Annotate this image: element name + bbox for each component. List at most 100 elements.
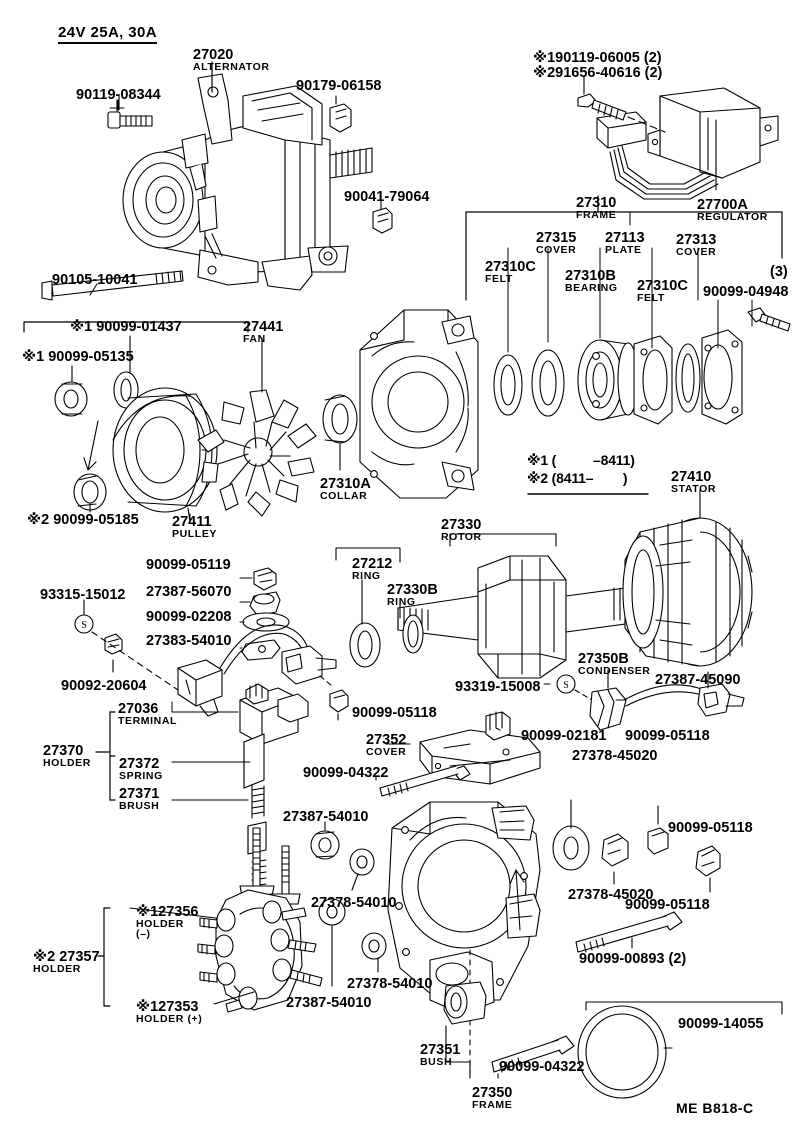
- part-number: 90099-05118: [668, 820, 753, 836]
- part-number: 27411: [172, 514, 212, 530]
- alternator-assembly-art: [122, 61, 373, 291]
- part-number: 27410: [671, 469, 712, 485]
- rear-frame-stack-art: [359, 195, 791, 499]
- part-number: 27387-56070: [146, 584, 232, 600]
- part-number: 27330: [441, 517, 482, 533]
- svg-text:S: S: [563, 680, 569, 691]
- part-number: 27113: [605, 230, 645, 246]
- part-name: BEARING: [565, 282, 618, 295]
- part-number: (3): [770, 264, 788, 280]
- part-name-suffix: (–): [136, 928, 151, 941]
- part-label-291656-40616-2: ※291656-40616 (2): [533, 65, 663, 81]
- part-label-90099-04948: 90099-04948: [703, 284, 789, 300]
- part-name: HOLDER: [33, 963, 81, 976]
- part-name: FELT: [637, 292, 665, 305]
- part-name: PULLEY: [172, 528, 218, 541]
- regulator-art: [577, 75, 779, 200]
- part-label-90099-05119: 90099-05119: [146, 558, 231, 573]
- part-number: 27350B: [578, 651, 629, 667]
- part-number: ※127353: [136, 999, 199, 1015]
- part-number: 90099-05118: [625, 897, 710, 913]
- part-number: 27387-54010: [286, 995, 372, 1011]
- part-label-27387-54010: 27387-54010: [286, 995, 372, 1011]
- part-name: PLATE: [605, 244, 642, 257]
- part-label-27378-45020: 27378-45020: [568, 887, 654, 903]
- part-label-93319-15008: 93319-15008: [455, 679, 541, 695]
- condenser-frame-art: S: [375, 669, 783, 1099]
- part-number: 27351: [420, 1042, 461, 1058]
- part-number: ※1 90099-01437: [70, 319, 182, 335]
- bolt-90105-10041-art: [41, 270, 184, 301]
- part-number: 90119-08344: [76, 87, 161, 103]
- part-label-90099-05118: 90099-05118: [625, 729, 710, 744]
- part-number: 27387-54010: [283, 809, 369, 825]
- part-label-90099-04322: 90099-04322: [499, 1060, 584, 1075]
- part-number: 27310C: [637, 278, 688, 294]
- part-name: FRAME: [576, 209, 617, 222]
- svg-text:S: S: [81, 620, 87, 631]
- part-number: 27378-45020: [568, 887, 654, 903]
- part-name: RING: [352, 570, 381, 583]
- part-name: STATOR: [671, 483, 717, 496]
- part-label-27378-45020: 27378-45020: [572, 748, 658, 764]
- part-label-90099-05118: 90099-05118: [668, 820, 753, 836]
- part-label-3: (3): [770, 264, 788, 280]
- part-name: COLLAR: [320, 490, 368, 503]
- part-number: 27378-45020: [572, 748, 658, 764]
- part-name: RING: [387, 596, 416, 609]
- part-number: 90099-02181: [521, 728, 607, 744]
- part-name: COVER: [536, 244, 577, 257]
- part-number: 27310C: [485, 259, 536, 275]
- part-label-90099-05118: 90099-05118: [625, 897, 710, 913]
- part-number: 27315: [536, 230, 577, 246]
- part-label-27378-54010: 27378-54010: [311, 895, 397, 911]
- part-number: 27036: [118, 701, 159, 717]
- part-label-90179-06158: 90179-06158: [296, 79, 381, 94]
- part-label-90099-02208: 90099-02208: [146, 610, 231, 625]
- rotor-stator-art: [335, 489, 753, 679]
- part-name: BRUSH: [119, 800, 160, 813]
- part-number: 93319-15008: [455, 679, 541, 695]
- part-name: HOLDER: [43, 757, 91, 770]
- part-label-90105-10041: 90105-10041: [52, 272, 138, 288]
- part-label-90041-79064: 90041-79064: [344, 190, 429, 205]
- part-label-90099-04322: 90099-04322: [303, 766, 388, 781]
- part-label-90099-14055: 90099-14055: [678, 1016, 764, 1032]
- part-number: 27330B: [387, 582, 438, 598]
- part-number: ※2 90099-05185: [27, 512, 139, 528]
- part-number: ※1 90099-05135: [22, 349, 134, 365]
- part-number: 90099-04948: [703, 284, 789, 300]
- part-number: 27378-54010: [311, 895, 397, 911]
- part-number: 90099-14055: [678, 1016, 764, 1032]
- part-label-27383-54010: 27383-54010: [146, 634, 231, 649]
- part-label-90092-20604: 90092-20604: [61, 679, 146, 694]
- part-number: ※291656-40616 (2): [533, 65, 663, 81]
- nut-90041-79064-art: [372, 199, 393, 234]
- part-name: COVER: [366, 746, 407, 759]
- part-label-90099-02181: 90099-02181: [521, 728, 607, 744]
- part-number: 90105-10041: [52, 272, 138, 288]
